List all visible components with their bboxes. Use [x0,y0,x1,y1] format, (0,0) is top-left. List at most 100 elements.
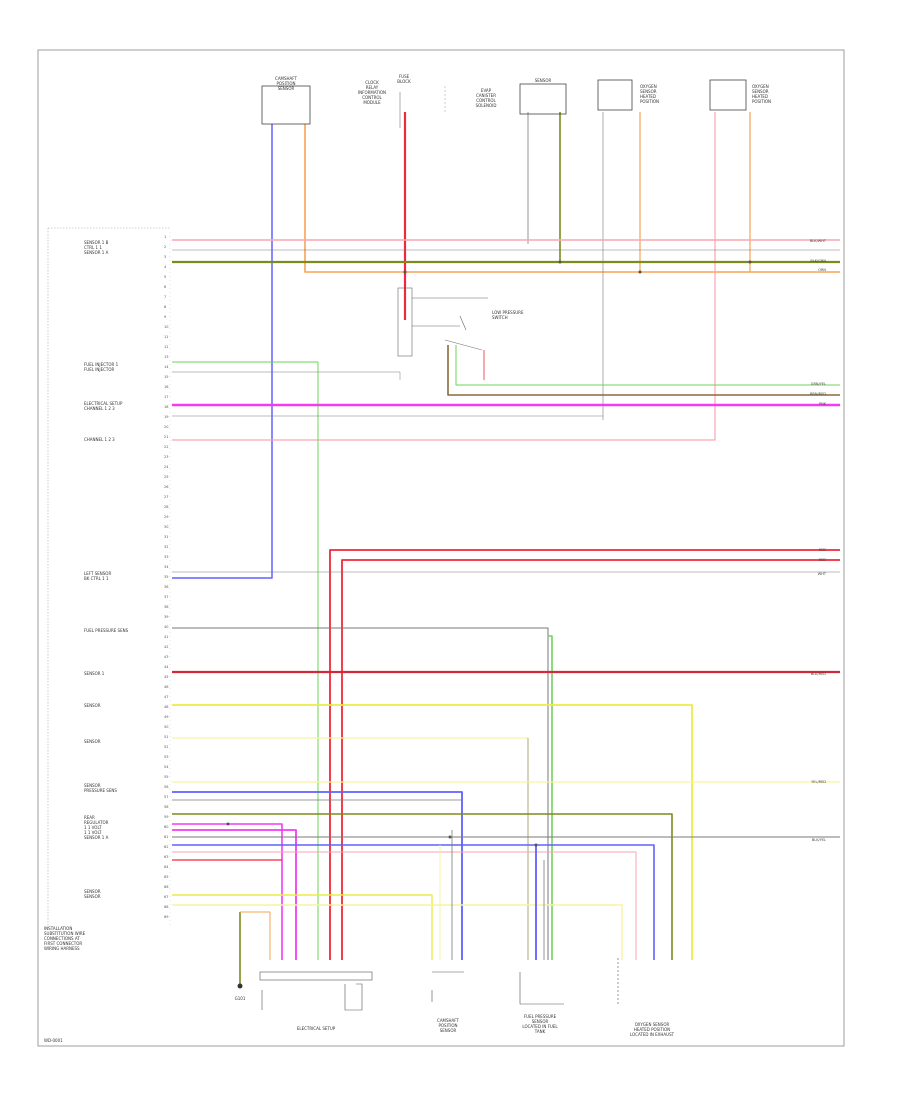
pin-number: 7 [164,295,166,299]
wire-color-code: BRN/RED [810,392,826,396]
left-label: SENSOR 1 [84,671,105,676]
fuel-sensor-bottom-label: LOCATED IN FUEL [522,1024,558,1029]
wire-yellow-sensor [172,704,693,960]
pin-number: 22 [164,445,168,449]
splice-dot [403,270,407,274]
fuel-sensor-bottom-label: TANK [534,1029,546,1034]
pin-number: 37 [164,595,168,599]
pin-number: 62 [164,845,168,849]
wire-color-code: PNK [819,402,827,406]
cam-sensor-bottom-label: POSITION [438,1023,457,1028]
left-label: 1 1 VOLT [84,830,102,835]
low-pressure-switch-label: LOW PRESSURE [492,310,524,315]
wire-color-code: BLK/RED [811,672,826,676]
splice-dot [448,835,452,839]
pin-number: 55 [164,775,168,779]
pin-number: 58 [164,805,168,809]
wire-magenta-reg-1 [172,823,283,960]
pin-number: 68 [164,905,168,909]
electrical-setup-label: ELECTRICAL SETUP [297,1026,336,1031]
relay-label: CONTROL [362,95,382,100]
left-label: PRESSURE SENS [84,788,117,793]
wire-yellowlight-sensor [172,737,529,960]
left-label: SENSOR 1 A [84,835,109,840]
wire-pink-t7 [172,112,716,441]
electrical-setup-connector [259,971,373,981]
wire-color-code: BLK/WHT [810,239,827,243]
relay-label: INFORMATION [358,90,386,95]
wire-blue-cam [172,124,273,579]
relay-label: CLOCK [365,80,379,85]
left-label: SENSOR [84,783,101,788]
footnote-text: INSTALLATION [44,926,72,931]
wire-color-code: RED [819,548,827,552]
evap-label: CONTROL [476,98,496,103]
oxygen-sensor-2-label: POSITION [752,99,771,104]
pin-number: 49 [164,715,168,719]
oxygen-sensor-2-label: OXYGEN [752,84,769,89]
evap-label: EVAP [481,88,492,93]
wire-brown-switch [447,345,840,396]
pin-number: 63 [164,855,168,859]
pin-number: 67 [164,895,168,899]
oxygen-bottom-label: OXYGEN SENSOR [635,1022,670,1027]
oxygen-bottom-label: HEATED POSITION [634,1027,670,1032]
pin-number: 9 [164,315,166,319]
left-label: CHANNEL 1 2 3 [84,437,115,442]
pin-number: 26 [164,485,168,489]
fuse-block-label: BLOCK [397,79,411,84]
pin-number: 18 [164,405,168,409]
pin-number: 6 [164,285,166,289]
left-label: FUEL INJECTOR [84,367,115,372]
pin-number: 25 [164,475,168,479]
left-label: SENSOR 1 A [84,250,109,255]
wire-grey-fuel [172,627,549,960]
pin-number: 64 [164,865,169,869]
pin-number: 5 [164,275,166,279]
pin-number: 42 [164,645,168,649]
left-label: CHANNEL 1 2 3 [84,406,115,411]
fuel-sensor-bottom-label: SENSOR [532,1019,549,1024]
pin-number: 52 [164,745,168,749]
wire-green-fuel [548,635,553,960]
pin-number: 32 [164,545,168,549]
pin-number: 17 [164,395,168,399]
oxygen-sensor-1-label: SENSOR [640,89,657,94]
camshaft-sensor-label: SENSOR [278,86,295,91]
evap-label: SOLENOID [476,103,497,108]
pin-number: 59 [164,815,168,819]
evap-label: CANISTER [476,93,496,98]
fuse-block-label: FUSE [399,74,410,79]
splice-dot [226,822,230,826]
footnote-text: FIRST CONNECTOR [44,941,82,946]
pin-number: 69 [164,915,168,919]
sensor-top-label: SENSOR [535,78,552,83]
pin-number: 33 [164,555,168,559]
pin-number: 46 [164,685,168,689]
pin-number: 60 [164,825,168,829]
left-label: FUEL PRESSURE SENS [84,628,129,633]
left-label: SENSOR [84,894,101,899]
wire-olive-regulator [172,813,673,960]
oxygen-sensor-1-label: OXYGEN [640,84,657,89]
wire-color-code: WHT [818,572,827,576]
oxygen-sensor-1-label: HEATED [640,94,656,99]
pin-number: 50 [164,725,168,729]
pin-number: 41 [164,635,168,639]
pin-number: 38 [164,605,168,609]
wire-color-code: ORN [818,268,826,272]
low-pressure-switch-body [397,287,413,357]
left-label: ELECTRICAL SETUP [84,401,123,406]
pin-number: 4 [164,265,167,269]
pin-number: 21 [164,435,168,439]
wire-orange-bottom [240,911,271,960]
footnote-text: SUBSTITUTION WIRE [44,931,86,936]
pin-number: 51 [164,735,168,739]
pin-number: 56 [164,785,168,789]
pin-number: 48 [164,705,168,709]
sensor-box-top [519,83,567,115]
wire-red-long-1 [329,549,840,960]
left-label: BK CTRL 1 1 [84,576,109,581]
